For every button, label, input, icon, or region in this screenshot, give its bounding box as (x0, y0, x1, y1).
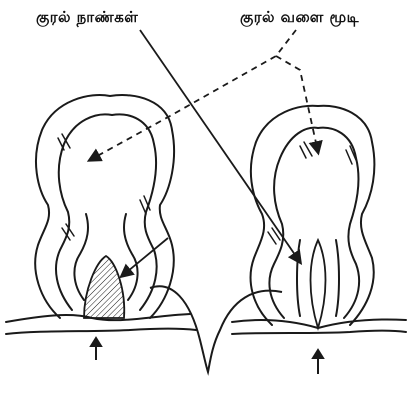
left-larynx (35, 95, 174, 318)
right-outer-outline (251, 106, 375, 325)
pointer-lines (90, 30, 318, 276)
right-vocal-cords (311, 240, 326, 328)
left-vocal-cords (84, 256, 124, 318)
right-inner-outline (269, 128, 359, 318)
